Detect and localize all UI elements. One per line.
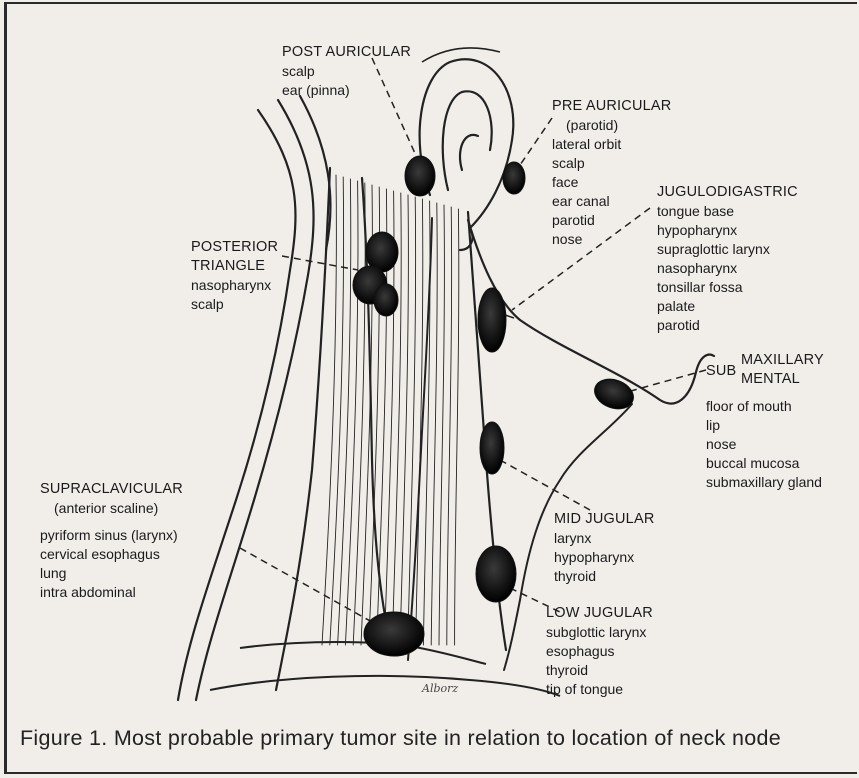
posterior-triangle-heading-2: TRIANGLE (191, 257, 278, 276)
label-jugulodigastric: JUGULODIGASTRIC tongue base hypopharynx … (657, 183, 798, 335)
site-item: parotid (552, 211, 671, 230)
label-pre-auricular: PRE AURICULAR (parotid) lateral orbit sc… (552, 97, 671, 249)
site-item: scalp (191, 295, 278, 314)
label-maxillary-mental: MAXILLARY MENTAL (741, 351, 824, 389)
site-item: submaxillary gland (706, 473, 822, 492)
label-submaxillary-sites: floor of mouth lip nose buccal mucosa su… (706, 397, 822, 492)
site-item: intra abdominal (40, 583, 183, 602)
muscle-striation (322, 175, 336, 645)
sub-prefix: SUB (706, 362, 736, 381)
site-item: nose (552, 230, 671, 249)
shoulder-curve (210, 676, 560, 696)
site-item: subglottic larynx (546, 623, 653, 642)
site-item: nasopharynx (191, 276, 278, 295)
label-mid-jugular: MID JUGULAR larynx hypopharynx thyroid (554, 510, 655, 586)
site-item: ear (pinna) (282, 81, 411, 100)
node-mid-jugular (480, 422, 504, 474)
site-item: pyriform sinus (larynx) (40, 526, 183, 545)
low-jugular-heading: LOW JUGULAR (546, 604, 653, 623)
label-low-jugular: LOW JUGULAR subglottic larynx esophagus … (546, 604, 653, 699)
site-item: esophagus (546, 642, 653, 661)
site-item: cervical esophagus (40, 545, 183, 564)
label-supraclavicular: SUPRACLAVICULAR (anterior scaline) pyrif… (40, 480, 183, 602)
site-item: parotid (657, 316, 798, 335)
node-low-jugular (476, 546, 516, 602)
leader-pre-auricular (518, 118, 552, 168)
site-item: lung (40, 564, 183, 583)
site-item: lateral orbit (552, 135, 671, 154)
label-post-auricular: POST AURICULAR scalp ear (pinna) (282, 43, 411, 100)
muscle-striation (423, 201, 430, 645)
muscle-striation (455, 209, 459, 645)
label-posterior-triangle: POSTERIOR TRIANGLE nasopharynx scalp (191, 238, 278, 314)
node-pre-auricular (503, 162, 525, 194)
supraclavicular-qualifier: (anterior scaline) (40, 499, 183, 518)
posterior-triangle-heading-1: POSTERIOR (191, 238, 278, 257)
leader-supraclavicular (240, 548, 372, 622)
node-jugulodigastric (478, 288, 506, 352)
pre-auricular-heading: PRE AURICULAR (552, 97, 671, 116)
site-item: hypopharynx (554, 548, 655, 567)
pre-auricular-qualifier: (parotid) (552, 116, 671, 135)
site-item: thyroid (546, 661, 653, 680)
neck-outline (178, 96, 330, 700)
site-item: lip (706, 416, 822, 435)
site-item: nose (706, 435, 822, 454)
site-item: ear canal (552, 192, 671, 211)
muscle-striation (447, 207, 452, 645)
jugulodigastric-heading: JUGULODIGASTRIC (657, 183, 798, 202)
node-submaxillary (590, 374, 637, 414)
site-item: palate (657, 297, 798, 316)
site-item: supraglottic larynx (657, 240, 798, 259)
site-item: tonsillar fossa (657, 278, 798, 297)
site-item: nasopharynx (657, 259, 798, 278)
node-supraclavicular (364, 612, 424, 656)
site-item: buccal mucosa (706, 454, 822, 473)
site-item: tip of tongue (546, 680, 653, 699)
node-posterior-triangle-3 (374, 284, 398, 316)
maxillary-heading: MAXILLARY (741, 351, 824, 370)
site-item: face (552, 173, 671, 192)
figure-caption: Figure 1. Most probable primary tumor si… (20, 726, 850, 750)
site-item: larynx (554, 529, 655, 548)
site-item: scalp (282, 62, 411, 81)
mental-heading: MENTAL (741, 370, 824, 389)
site-item: scalp (552, 154, 671, 173)
ear (420, 59, 514, 250)
supraclavicular-heading: SUPRACLAVICULAR (40, 480, 183, 499)
site-item: tongue base (657, 202, 798, 221)
leader-mid-jugular (500, 460, 590, 510)
label-sub-prefix: SUB (706, 362, 736, 381)
mid-jugular-heading: MID JUGULAR (554, 510, 655, 529)
artist-signature: Alborz (422, 682, 458, 695)
node-post-auricular (405, 156, 435, 196)
muscle-striation (431, 203, 437, 645)
clavicle (240, 642, 486, 664)
post-auricular-heading: POST AURICULAR (282, 43, 411, 62)
site-item: thyroid (554, 567, 655, 586)
site-item: floor of mouth (706, 397, 822, 416)
site-item: hypopharynx (657, 221, 798, 240)
leader-posterior-triangle (282, 256, 358, 270)
muscle-striation (439, 205, 444, 645)
